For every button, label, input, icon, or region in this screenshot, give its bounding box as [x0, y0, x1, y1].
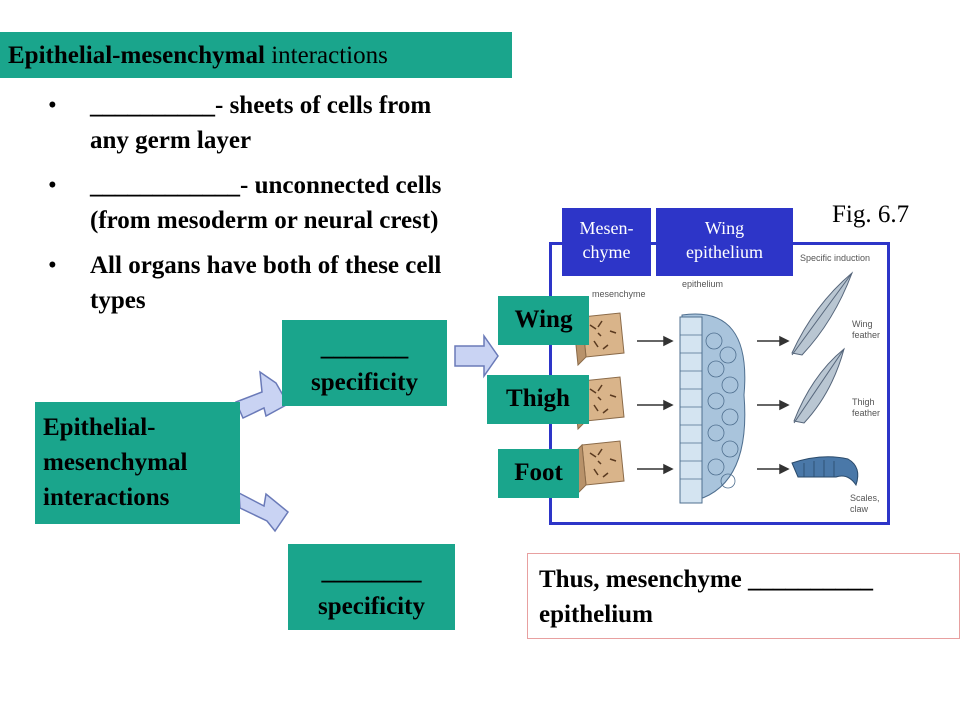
- bullet-epithelium: • __________- sheets of cells from any g…: [48, 88, 568, 158]
- arrow-right: [454, 333, 499, 379]
- figure-header: Specific induction: [800, 253, 870, 263]
- wing-feather-label-2: feather: [852, 330, 880, 340]
- mesenchyme-label-line: Mesen-: [579, 218, 634, 238]
- slide-title: Epithelial-mesenchymal interactions: [0, 32, 512, 78]
- bullet-line: __________- sheets of cells from: [90, 92, 432, 119]
- bullet-line: types: [90, 287, 146, 314]
- specificity-label: specificity: [311, 369, 418, 396]
- figure-epithelium-label: epithelium: [682, 279, 723, 289]
- interactions-line: mesenchymal: [43, 449, 188, 476]
- specificity-box-bottom: ________ specificity: [288, 544, 455, 630]
- wing-epithelium-label-line: epithelium: [686, 242, 763, 262]
- bullet-marker: •: [48, 252, 57, 279]
- conclusion-line: epithelium: [539, 601, 653, 628]
- scales-claw: [791, 456, 859, 487]
- mesenchyme-label-box: Mesen- chyme: [562, 208, 651, 276]
- thigh-feather: [793, 347, 845, 424]
- specificity-blank: _______: [320, 334, 409, 361]
- bullet-marker: •: [48, 92, 57, 119]
- thigh-feather-label-2: feather: [852, 408, 880, 418]
- arrow-down-right: [238, 491, 290, 533]
- figure-number: Fig. 6.7: [832, 201, 910, 228]
- bullet-marker: •: [48, 172, 57, 199]
- bullet-mesenchyme: • ____________- unconnected cells (from …: [48, 168, 568, 238]
- region-thigh-box: Thigh: [487, 375, 589, 424]
- bullet-line: ____________- unconnected cells: [90, 172, 442, 199]
- figure-arrows-left: [637, 335, 674, 475]
- slide-title-bold: Epithelial-mesenchymal: [8, 42, 265, 69]
- region-wing-box: Wing: [498, 296, 589, 345]
- slide-title-rest: interactions: [264, 42, 388, 69]
- interactions-line: Epithelial-: [43, 414, 156, 441]
- figure-arrows-right: [757, 335, 790, 475]
- interactions-box: Epithelial- mesenchymal interactions: [35, 402, 240, 524]
- bullet-line: any germ layer: [90, 127, 252, 154]
- wing-epithelium-label-box: Wing epithelium: [656, 208, 793, 276]
- conclusion-line: Thus, mesenchyme __________: [539, 566, 874, 593]
- conclusion-box: Thus, mesenchyme __________ epithelium: [527, 553, 960, 639]
- scales-label-2: claw: [850, 504, 869, 514]
- thigh-feather-label-1: Thigh: [852, 397, 875, 407]
- wing-feather: [791, 271, 854, 356]
- mesenchyme-block-foot: [573, 440, 625, 495]
- region-foot-box: Foot: [498, 449, 579, 498]
- specificity-blank: ________: [321, 558, 422, 585]
- bullet-line: (from mesoderm or neural crest): [90, 207, 439, 234]
- bullet-line: All organs have both of these cell: [90, 252, 442, 279]
- specificity-label: specificity: [318, 593, 425, 620]
- induction-illustration: Specific induction dermal mesenchyme chi…: [573, 253, 880, 514]
- figure-mesenchyme-label: mesenchyme: [592, 289, 646, 299]
- specificity-box-top: _______ specificity: [282, 320, 447, 406]
- bullet-list: • __________- sheets of cells from any g…: [48, 88, 568, 328]
- epithelium-sheet: [679, 313, 746, 504]
- arrow-up-right: [234, 370, 290, 420]
- figure-panel: Specific induction dermal mesenchyme chi…: [549, 242, 890, 525]
- interactions-line: interactions: [43, 484, 170, 511]
- mesenchyme-label-line: chyme: [582, 242, 631, 262]
- wing-feather-label-1: Wing: [852, 319, 873, 329]
- wing-epithelium-label-line: Wing: [704, 218, 745, 238]
- bullet-organs: • All organs have both of these cell typ…: [48, 248, 568, 318]
- scales-label-1: Scales,: [850, 493, 880, 503]
